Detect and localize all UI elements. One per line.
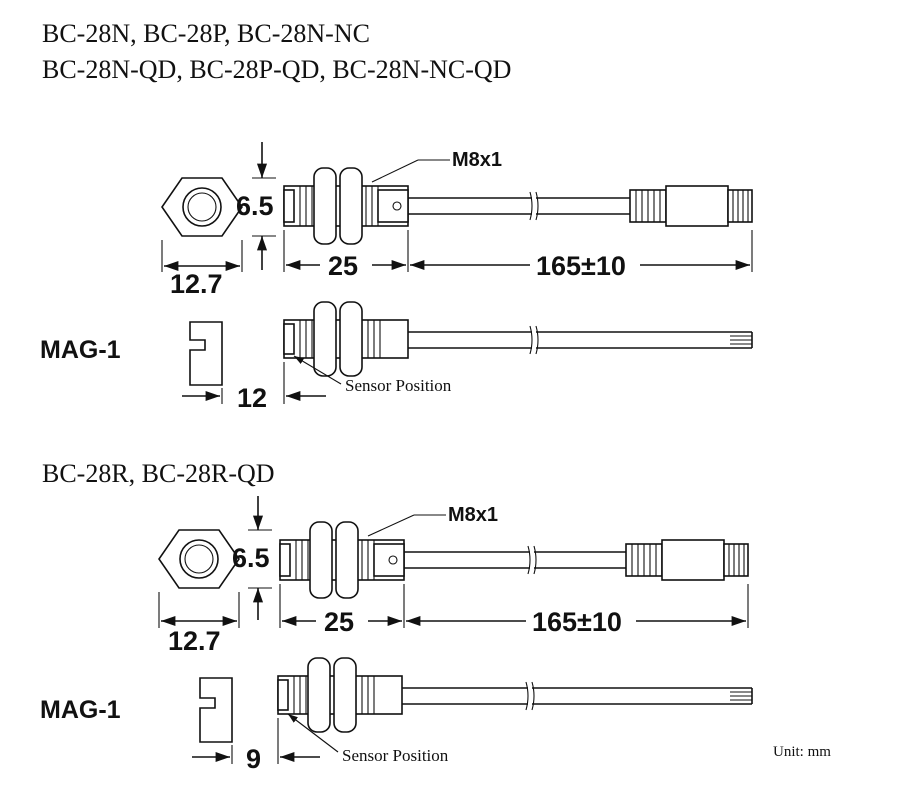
thread-callout: M8x1 bbox=[367, 504, 498, 537]
thread-label: M8x1 bbox=[452, 149, 502, 171]
sensor-position-label: Sensor Position bbox=[345, 376, 452, 395]
unit-note: Unit: mm bbox=[773, 744, 831, 760]
sensor-position-callout: Sensor Position bbox=[293, 355, 452, 395]
title-bottom: BC-28R, BC-28R-QD bbox=[42, 459, 275, 488]
magnet-distance-value: 9 bbox=[246, 744, 261, 774]
title-line-1: BC-28N, BC-28P, BC-28N-NC bbox=[42, 19, 370, 48]
sensor-body-flying-lead bbox=[277, 657, 753, 733]
thread-callout: M8x1 bbox=[371, 149, 502, 183]
hex-nut-end-view bbox=[161, 177, 243, 237]
hex-width-value: 12.7 bbox=[170, 269, 223, 299]
sensor-position-callout: Sensor Position bbox=[287, 713, 449, 765]
hex-height-value: 6.5 bbox=[232, 543, 270, 573]
top-sensor-qd-view: 6.5 12.7 M8x1 bbox=[161, 142, 753, 299]
sensor-body bbox=[279, 521, 405, 599]
cable-length-dimension: 165±10 bbox=[410, 230, 753, 281]
cable bbox=[404, 545, 626, 575]
hex-width-dimension: 12.7 bbox=[158, 592, 240, 656]
body-length-dimension: 25 bbox=[279, 584, 405, 637]
sensor-body bbox=[283, 167, 409, 245]
title-line-2: BC-28N-QD, BC-28P-QD, BC-28N-NC-QD bbox=[42, 55, 511, 84]
hex-height-dimension: 6.5 bbox=[236, 142, 276, 270]
magnet-block bbox=[189, 321, 223, 386]
magnet-block bbox=[199, 677, 233, 743]
cable bbox=[408, 191, 630, 221]
hex-width-value: 12.7 bbox=[168, 626, 221, 656]
sensor-position-label: Sensor Position bbox=[342, 746, 449, 765]
body-length-value: 25 bbox=[324, 607, 354, 637]
hex-width-dimension: 12.7 bbox=[161, 240, 243, 299]
magnet-distance-value: 12 bbox=[237, 383, 267, 413]
hex-nut-end-view bbox=[158, 529, 240, 589]
thread-label: M8x1 bbox=[448, 504, 498, 526]
magnet-label: MAG-1 bbox=[40, 696, 121, 724]
magnet-distance-dimension: 9 bbox=[192, 718, 320, 774]
bottom-magnet-view: MAG-1 Sensor Position 9 bbox=[40, 657, 753, 774]
cable-length-dimension: 165±10 bbox=[406, 584, 749, 637]
body-length-value: 25 bbox=[328, 251, 358, 281]
cable-length-value: 165±10 bbox=[536, 251, 626, 281]
cable-length-value: 165±10 bbox=[532, 607, 622, 637]
bottom-sensor-qd-view: 6.5 12.7 M8x1 bbox=[158, 496, 749, 656]
magnet-distance-dimension: 12 bbox=[182, 362, 326, 413]
body-length-dimension: 25 bbox=[283, 230, 409, 281]
top-magnet-view: MAG-1 Sensor Position bbox=[40, 301, 753, 413]
sensor-body-flying-lead bbox=[283, 301, 753, 377]
hex-height-dimension: 6.5 bbox=[232, 496, 272, 620]
qd-connector bbox=[625, 539, 749, 581]
magnet-label: MAG-1 bbox=[40, 336, 121, 364]
hex-height-value: 6.5 bbox=[236, 191, 274, 221]
qd-connector bbox=[629, 185, 753, 227]
